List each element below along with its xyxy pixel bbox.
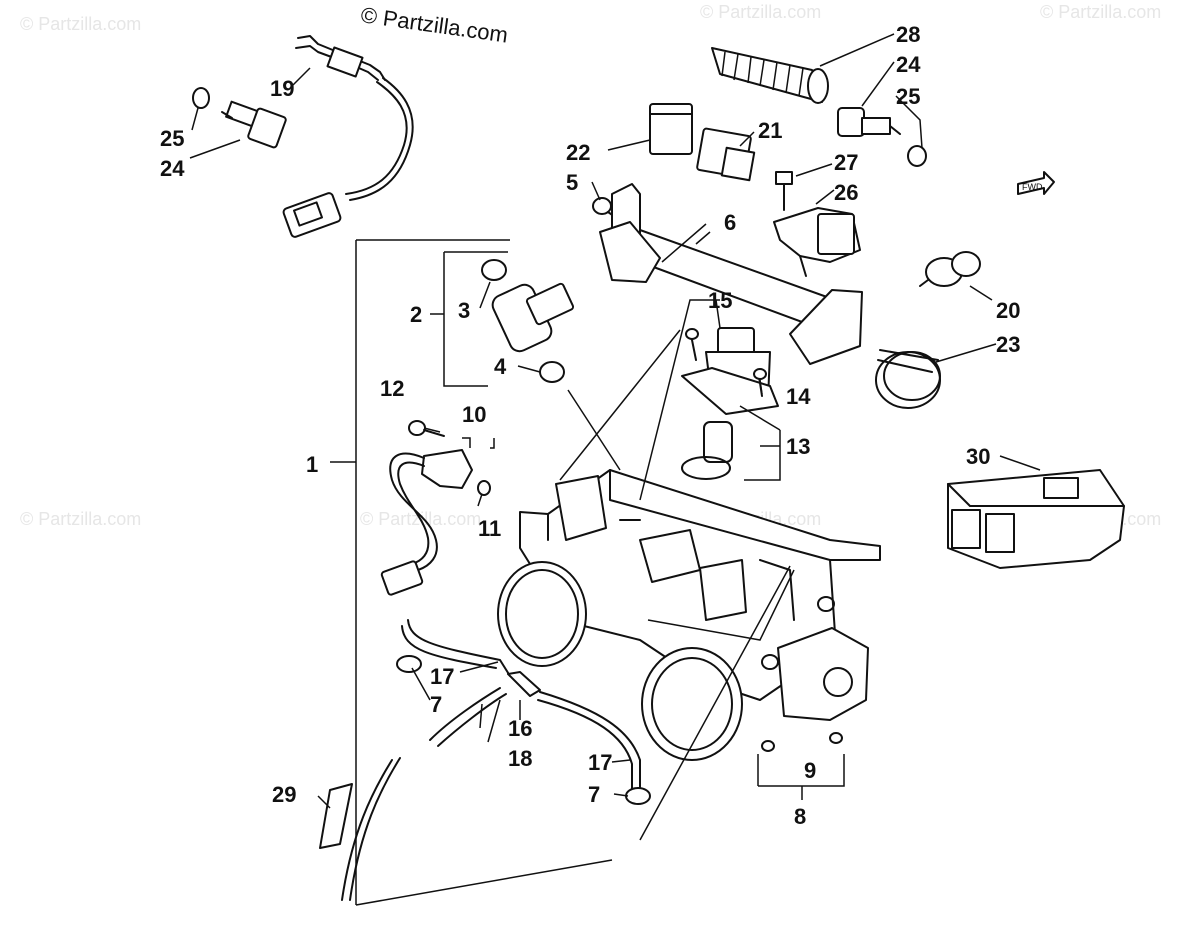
callout-7-left: 7 xyxy=(430,692,442,717)
callout-28: 28 xyxy=(896,22,920,47)
temp-sensor-part-24-right xyxy=(837,107,927,167)
watermark-faint: © Partzilla.com xyxy=(20,509,141,529)
callout-15: 15 xyxy=(708,288,732,313)
callout-24-left: 24 xyxy=(160,156,185,181)
clamp-part-7-right xyxy=(625,787,651,805)
watermark-faint: © Partzilla.com xyxy=(700,2,821,22)
callout-4: 4 xyxy=(494,354,507,379)
o2-sensor-part-19 xyxy=(282,35,414,238)
watermark-main: © Partzilla.com xyxy=(359,2,509,47)
callout-labels: 1 2 3 4 5 6 7 7 8 9 10 11 12 13 14 15 16… xyxy=(160,22,1020,829)
watermark-faint: © Partzilla.com xyxy=(20,14,141,34)
callout-17-right: 17 xyxy=(588,750,612,775)
callout-6: 6 xyxy=(724,210,736,235)
callout-14: 14 xyxy=(786,384,811,409)
callout-19: 19 xyxy=(270,76,294,101)
throttle-body-assembly xyxy=(497,469,881,761)
callout-17-left: 17 xyxy=(430,664,454,689)
callout-8: 8 xyxy=(794,804,806,829)
callout-9: 9 xyxy=(804,758,816,783)
forward-direction-arrow: FWD xyxy=(1017,171,1055,195)
callout-30: 30 xyxy=(966,444,990,469)
fitting-part-16 xyxy=(507,671,541,697)
hose-part-28 xyxy=(711,47,829,104)
clamp-part-23 xyxy=(875,349,941,409)
relay-part-22 xyxy=(649,103,693,155)
callout-12: 12 xyxy=(380,376,404,401)
callout-25-right: 25 xyxy=(896,84,920,109)
callout-20: 20 xyxy=(996,298,1020,323)
callout-2: 2 xyxy=(410,302,422,327)
callout-26: 26 xyxy=(834,180,858,205)
clamp-part-7-left xyxy=(396,655,422,673)
fwd-label: FWD xyxy=(1022,182,1043,192)
injector-part-2 xyxy=(481,259,575,383)
vent-hose-part-17-left xyxy=(401,619,511,677)
callout-1: 1 xyxy=(306,452,318,477)
callout-22: 22 xyxy=(566,140,590,165)
connector-part-21 xyxy=(696,127,756,182)
callout-27: 27 xyxy=(834,150,858,175)
ecu-part-30 xyxy=(947,469,1125,569)
callout-24-right: 24 xyxy=(896,52,921,77)
callout-29: 29 xyxy=(272,782,296,807)
callout-3: 3 xyxy=(458,298,470,323)
callout-11: 11 xyxy=(478,516,501,541)
hose-part-18 xyxy=(429,687,507,747)
callout-16: 16 xyxy=(508,716,532,741)
callout-18: 18 xyxy=(508,746,532,771)
callout-21: 21 xyxy=(758,118,782,143)
sensor-part-10 xyxy=(380,449,491,596)
callout-5: 5 xyxy=(566,170,578,195)
leader-lines xyxy=(189,33,1041,906)
callout-7-right: 7 xyxy=(588,782,600,807)
idle-valve-part-13 xyxy=(681,327,779,480)
bolt-part-27 xyxy=(775,171,793,211)
map-sensor-part-26 xyxy=(773,207,861,277)
callout-23: 23 xyxy=(996,332,1020,357)
temp-sensor-part-24-left xyxy=(192,87,287,149)
vent-hose-part-17-right xyxy=(537,691,641,791)
sensor-part-20 xyxy=(919,251,981,287)
hose-part-29 xyxy=(319,757,401,901)
callout-10: 10 xyxy=(462,402,486,427)
fuel-rail-part-6 xyxy=(599,183,863,365)
watermark-faint: © Partzilla.com xyxy=(1040,2,1161,22)
callout-13: 13 xyxy=(786,434,810,459)
callout-25-left: 25 xyxy=(160,126,184,151)
